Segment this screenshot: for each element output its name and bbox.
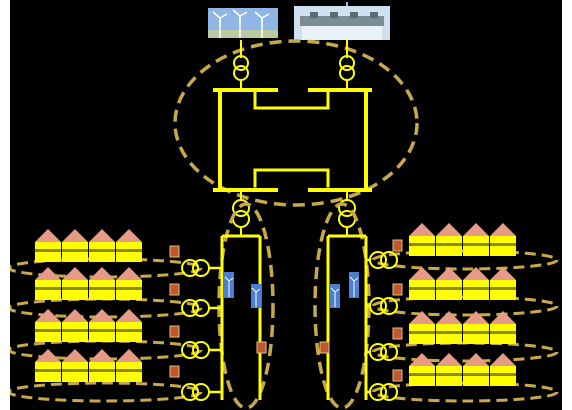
house-stripe xyxy=(116,329,142,332)
microgrid-diagram xyxy=(10,0,562,410)
house-stripe xyxy=(62,287,88,290)
hydro-plant-photo xyxy=(294,6,390,40)
house-stripe xyxy=(490,243,516,246)
house-stripe xyxy=(35,287,61,290)
house-stripe xyxy=(35,249,61,252)
breaker-icon xyxy=(320,342,329,353)
house-stripe xyxy=(436,331,462,334)
house-stripe xyxy=(436,373,462,376)
house-stripe xyxy=(409,373,435,376)
house-stripe xyxy=(35,329,61,332)
hydro-plant-photo-icon xyxy=(300,12,384,40)
house-stripe xyxy=(89,369,115,372)
house-stripe xyxy=(463,243,489,246)
house-stripe xyxy=(463,331,489,334)
diagram-background xyxy=(10,0,562,410)
wind-turbine-icon xyxy=(251,284,261,308)
house-stripe xyxy=(62,329,88,332)
house-stripe xyxy=(490,373,516,376)
breaker-icon xyxy=(257,342,266,353)
house-stripe xyxy=(62,249,88,252)
house-stripe xyxy=(62,369,88,372)
meter-box-icon xyxy=(393,240,402,251)
house-stripe xyxy=(436,243,462,246)
house-stripe xyxy=(436,287,462,290)
microgrid-diagram-svg xyxy=(10,0,562,410)
house-stripe xyxy=(463,373,489,376)
house-stripe xyxy=(409,287,435,290)
wind-turbine-icon xyxy=(224,272,234,298)
house-stripe xyxy=(490,331,516,334)
house-stripe xyxy=(463,287,489,290)
house-stripe xyxy=(89,329,115,332)
meter-box-icon xyxy=(393,328,402,339)
house-stripe xyxy=(89,287,115,290)
wind-turbine-icon xyxy=(349,272,359,298)
meter-box-icon xyxy=(170,326,179,337)
house-stripe xyxy=(490,287,516,290)
house-stripe xyxy=(116,369,142,372)
meter-box-icon xyxy=(393,284,402,295)
house-stripe xyxy=(35,369,61,372)
house-stripe xyxy=(116,287,142,290)
house-stripe xyxy=(409,331,435,334)
house-stripe xyxy=(409,243,435,246)
meter-box-icon xyxy=(393,370,402,381)
meter-box-icon xyxy=(170,246,179,257)
meter-box-icon xyxy=(170,284,179,295)
wind-turbine-icon xyxy=(330,284,340,308)
house-stripe xyxy=(116,249,142,252)
meter-box-icon xyxy=(170,366,179,377)
house-stripe xyxy=(89,249,115,252)
wind-farm-photo xyxy=(208,8,278,38)
